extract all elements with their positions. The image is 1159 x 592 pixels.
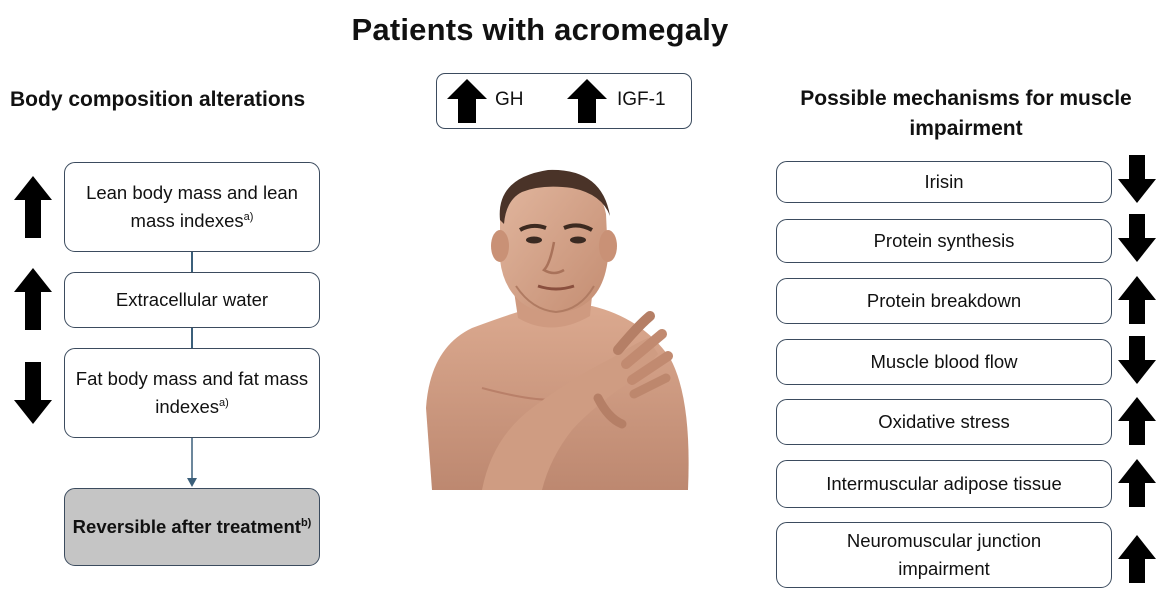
mechanism-intermuscular-adipose-tissue: Intermuscular adipose tissue [776, 460, 1112, 508]
extracellular-water-box: Extracellular water [64, 272, 320, 328]
footnote-a-marker: a) [219, 397, 229, 409]
reversible-outcome-box: Reversible after treatmentb) [64, 488, 320, 566]
mechanisms-heading: Possible mechanisms for muscle impairmen… [776, 84, 1156, 144]
igf1-label: IGF-1 [617, 89, 666, 111]
arrow-up-icon [1118, 459, 1156, 507]
footnote-a-marker: a) [244, 211, 254, 223]
body-composition-heading: Body composition alterations [10, 88, 305, 112]
connector-line [191, 252, 193, 272]
mechanism-neuromuscular-junction: Neuromuscular junction impairment [776, 522, 1112, 588]
arrow-down-icon [1118, 155, 1156, 203]
arrow-up-icon [1118, 276, 1156, 324]
acromegaly-patient-illustration [412, 168, 702, 490]
arrow-down-icon [1118, 214, 1156, 262]
gh-label: GH [495, 89, 524, 111]
page-title: Patients with acromegaly [0, 12, 1080, 48]
arrow-up-icon [1118, 397, 1156, 445]
arrow-down-icon [1118, 336, 1156, 384]
mechanism-label: Protein breakdown [861, 287, 1027, 315]
fat-body-mass-box: Fat body mass and fat mass indexesa) [64, 348, 320, 438]
connector-arrow-icon [186, 438, 198, 488]
mechanism-label: Neuromuscular junction impairment [817, 527, 1071, 583]
mechanism-label: Intermuscular adipose tissue [820, 470, 1067, 498]
footnote-b-marker: b) [301, 517, 311, 529]
mechanism-protein-synthesis: Protein synthesis [776, 219, 1112, 263]
mechanism-label: Muscle blood flow [864, 348, 1023, 376]
arrow-up-icon [447, 79, 487, 123]
arrow-down-icon [14, 362, 52, 424]
arrow-up-icon [14, 268, 52, 330]
connector-line [191, 328, 193, 348]
lean-body-mass-label: Lean body mass and lean mass indexes [86, 182, 298, 231]
arrow-up-icon [14, 176, 52, 238]
reversible-outcome-label: Reversible after treatment [73, 516, 301, 537]
mechanism-irisin: Irisin [776, 161, 1112, 203]
extracellular-water-label: Extracellular water [116, 286, 268, 314]
lean-body-mass-box: Lean body mass and lean mass indexesa) [64, 162, 320, 252]
arrow-up-icon [1118, 535, 1156, 583]
arrow-up-icon [567, 79, 607, 123]
fat-body-mass-label: Fat body mass and fat mass indexes [76, 368, 308, 417]
mechanism-label: Irisin [918, 168, 969, 196]
hormones-box: GH IGF-1 [436, 73, 692, 129]
mechanism-protein-breakdown: Protein breakdown [776, 278, 1112, 324]
mechanism-muscle-blood-flow: Muscle blood flow [776, 339, 1112, 385]
mechanism-label: Oxidative stress [872, 408, 1016, 436]
mechanism-label: Protein synthesis [868, 227, 1021, 255]
mechanism-oxidative-stress: Oxidative stress [776, 399, 1112, 445]
